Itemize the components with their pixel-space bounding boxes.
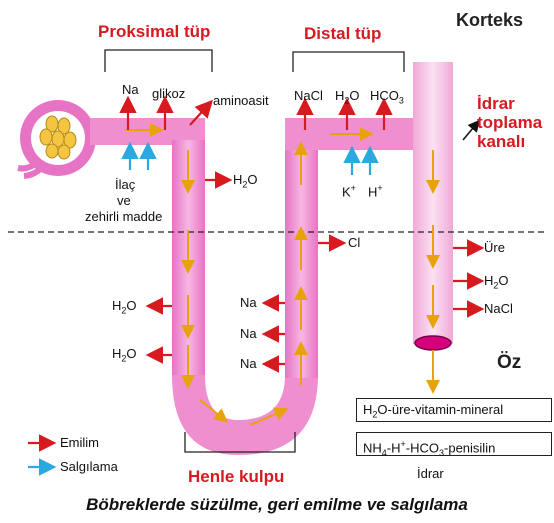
- henle-bracket: [184, 432, 296, 453]
- oz-label: Öz: [497, 352, 522, 373]
- ilac-label: İlaç: [115, 177, 136, 192]
- loop-na-label-3: Na: [240, 356, 257, 371]
- bowman-capsule: [17, 100, 96, 179]
- ve-label: ve: [117, 193, 131, 208]
- collecting-duct-pointer: [462, 119, 480, 141]
- legend-emilim: Emilim: [60, 435, 99, 450]
- loop-na-label-2: Na: [240, 326, 257, 341]
- glikoz-label: glikoz: [152, 86, 186, 101]
- korteks-label: Korteks: [456, 10, 524, 30]
- proximal-bracket: [104, 49, 213, 72]
- distal-hco3-label: HCO3: [370, 88, 404, 106]
- collecting-duct-opening: [414, 335, 452, 351]
- urine-content-box-1: H2O-üre-vitamin-mineral: [356, 398, 552, 422]
- henle-title: Henle kulpu: [188, 467, 285, 486]
- proksimal-title: Proksimal tüp: [98, 22, 211, 41]
- na-label: Na: [122, 82, 139, 97]
- aminoasit-label: aminoasit: [213, 93, 269, 108]
- idrar-toplama-line1: İdrar: [477, 94, 515, 113]
- distal-h2o-label: H2O: [335, 88, 360, 106]
- ure-label: Üre: [484, 240, 505, 255]
- flow-arrows: [125, 123, 440, 426]
- proximal-h2o-label: H2O: [233, 172, 258, 190]
- legend-salgilama: Salgılama: [60, 459, 118, 474]
- secretion-arrows: [28, 141, 379, 476]
- henle-loop-bottom: [172, 375, 318, 455]
- idrar-toplama-line3: kanalı: [477, 132, 526, 151]
- idrar-toplama-line2: toplama: [477, 113, 543, 132]
- loop-na-label-1: Na: [240, 295, 257, 310]
- absorption-arrows: [28, 95, 485, 452]
- h-plus-label: H+: [368, 183, 383, 200]
- collecting-h2o-label: H2O: [484, 273, 509, 291]
- distal-nacl-label: NaCl: [294, 88, 323, 103]
- zehirli-madde-label: zehirli madde: [85, 209, 163, 224]
- urine-content-box-2: NH4-H+-HCO3-penisilin: [356, 432, 552, 458]
- distal-title: Distal tüp: [304, 24, 382, 43]
- idrar-label: İdrar: [417, 466, 444, 481]
- loop-h2o-label-2: H2O: [112, 346, 137, 364]
- cl-label: Cl: [348, 235, 361, 250]
- caption: Böbreklerde süzülme, geri emilme ve salg…: [86, 495, 468, 514]
- distal-bracket: [292, 51, 405, 72]
- collecting-nacl-label: NaCl: [484, 301, 513, 316]
- k-plus-label: K+: [342, 183, 356, 200]
- idrar-toplama-title: İdrar toplama kanalı: [477, 94, 542, 151]
- loop-h2o-label-1: H2O: [112, 298, 137, 316]
